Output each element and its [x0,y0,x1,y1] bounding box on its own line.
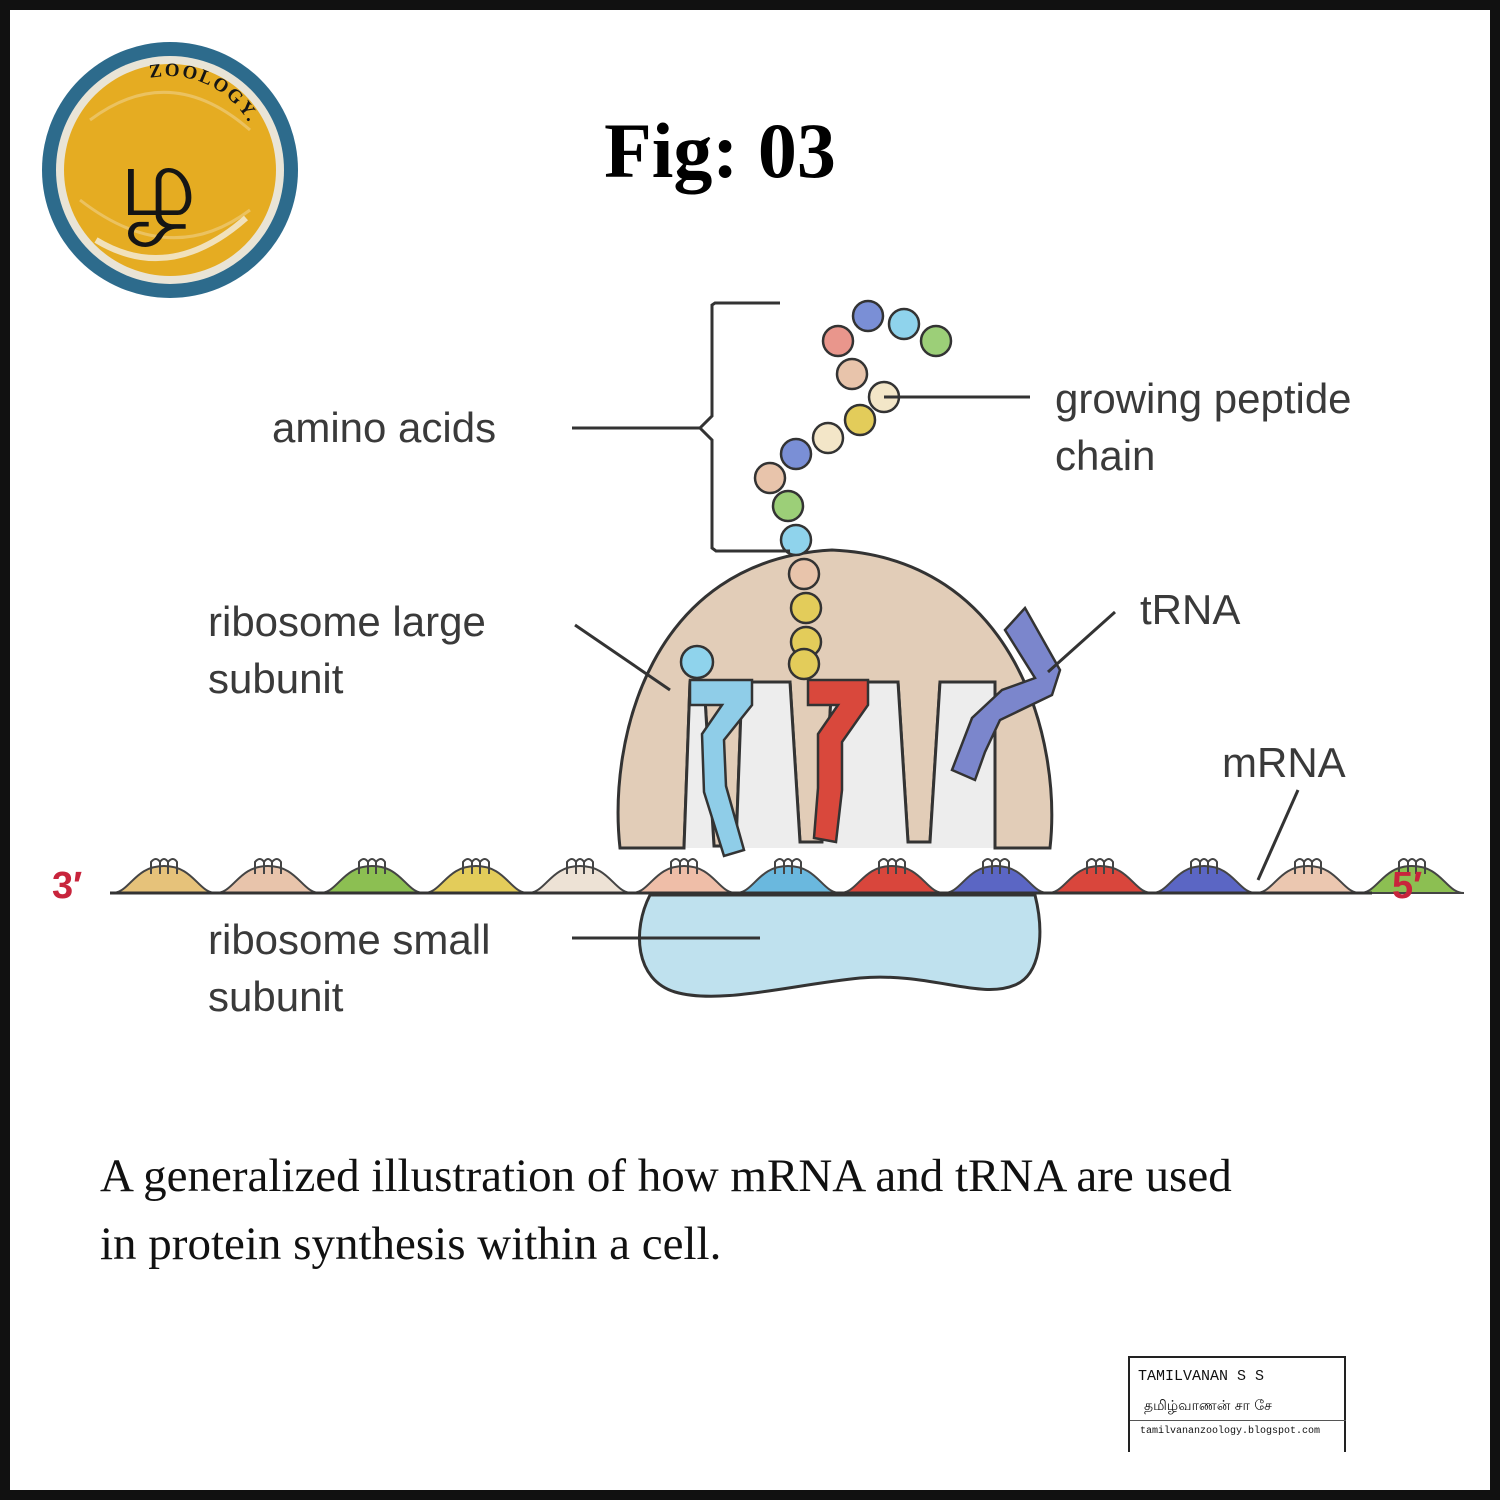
label-trna: tRNA [1140,586,1240,633]
amino-acid [821,324,855,358]
logo-glyph: ழ [119,126,196,247]
codon [1359,858,1465,894]
amino-acid [779,437,813,471]
figure-title: Fig: 03 [604,107,836,194]
author-url: tamilvananzoology.blogspot.com [1140,1426,1321,1437]
codon [735,858,841,894]
label-ribosome-small: ribosome small [208,916,490,963]
amino-acid [787,647,821,681]
codon [111,858,217,894]
author-credit-box: TAMILVANAN S S தமிழ்வாணன் சா சே tamilvan… [1128,1356,1346,1452]
author-name: TAMILVANAN S S [1138,1368,1265,1385]
codon [319,858,425,894]
amino-acid [771,489,805,523]
amino-acid [811,421,845,455]
author-tamil-name: தமிழ்வாணன் சா சே [1144,1398,1272,1414]
label-5-prime: 5′ [1392,865,1422,907]
codon [215,858,321,894]
codon [1047,858,1153,894]
label-ribosome-small-subunit: subunit [208,973,344,1020]
label-amino-acids: amino acids [272,404,496,451]
label-ribosome-large-subunit: subunit [208,655,344,702]
growing-peptide-chain [753,299,953,681]
figure-caption: A generalized illustration of how mRNA a… [100,1142,1440,1278]
caption-line-1: A generalized illustration of how mRNA a… [100,1150,1232,1202]
label-growing-peptide: growing peptide [1055,375,1352,422]
trna-departing [950,605,1062,782]
amino-acid [835,357,869,391]
label-ribosome-large: ribosome large [208,598,486,645]
codon [631,858,737,894]
amino-acid [753,461,787,495]
amino-acid [919,324,953,358]
amino-acids-brace [572,301,790,553]
amino-acid [851,299,885,333]
mrna-leader-line [1256,789,1300,881]
codon [839,858,945,894]
caption-line-2: in protein synthesis within a cell. [100,1218,722,1270]
label-peptide-chain: chain [1055,432,1155,479]
codon [1255,858,1361,894]
amino-acid [887,307,921,341]
amino-acid [843,403,877,437]
ribosome-small-subunit [638,893,1042,998]
trna-leader-line [1046,610,1117,674]
amino-acid [779,523,813,557]
codon [527,858,633,894]
codon [423,858,529,894]
amino-acid [787,557,821,591]
trna-red [806,678,870,844]
amino-acid [679,644,715,680]
codon-segments [111,858,1465,894]
trna-light-blue [679,644,754,858]
codon [943,858,1049,894]
codon [1151,858,1257,894]
zoology-logo: ழ ZOOLOGY. [42,42,298,298]
label-3-prime: 3′ [52,865,82,907]
label-mrna: mRNA [1222,739,1346,786]
amino-acid [789,591,823,625]
credit-divider [1130,1420,1346,1421]
large-subunit-leader-line [574,623,671,692]
mrna-strand [110,858,1465,895]
